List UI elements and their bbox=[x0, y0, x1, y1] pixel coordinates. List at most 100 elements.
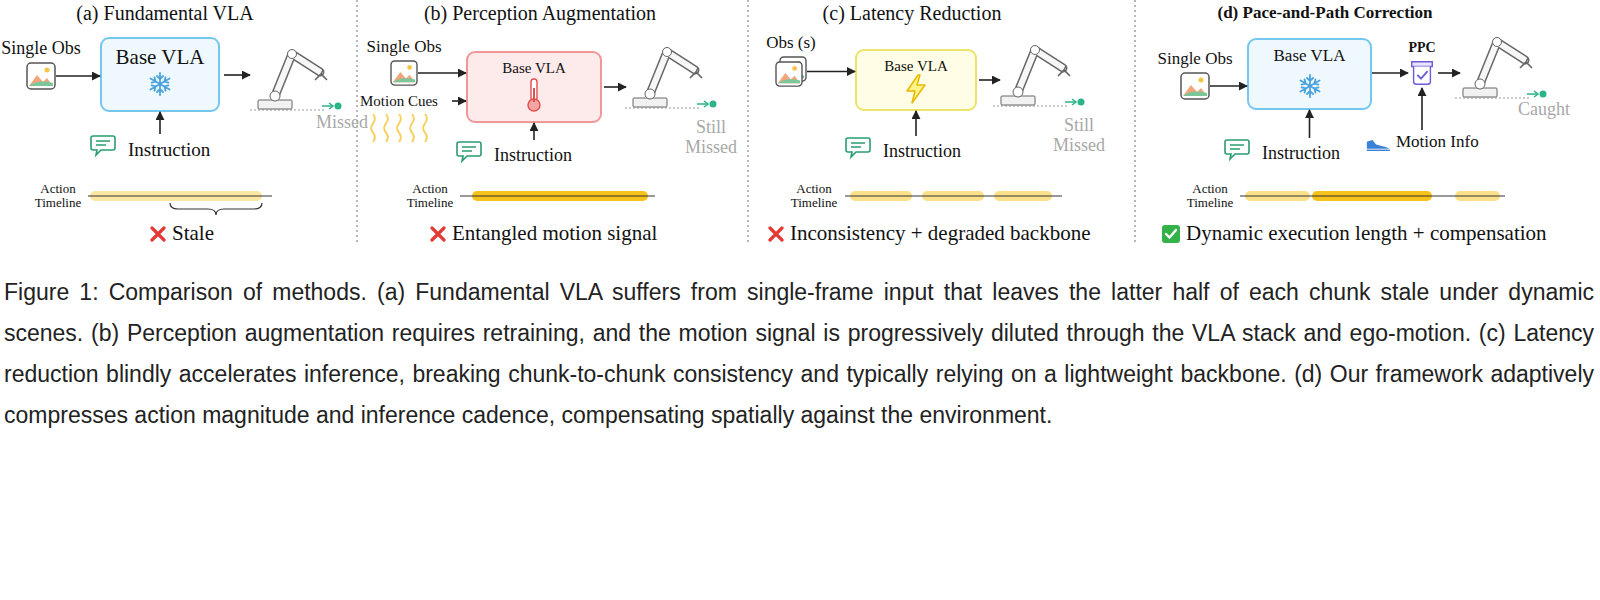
motion-wave bbox=[423, 114, 427, 142]
robot-arm-illustration bbox=[1455, 38, 1547, 99]
outcome-label: Still Missed bbox=[682, 118, 740, 158]
speech-bubble-icon bbox=[1225, 140, 1249, 159]
connector-arrow bbox=[1421, 88, 1423, 130]
cross-mark bbox=[432, 228, 444, 240]
panel-title: (a) Fundamental VLA bbox=[76, 2, 253, 24]
panel-separator bbox=[747, 0, 748, 245]
timeline-axis bbox=[845, 196, 1062, 197]
thermometer-icon bbox=[528, 79, 540, 111]
timeline-label: Action Timeline bbox=[786, 182, 842, 211]
timeline-label: Action Timeline bbox=[1182, 182, 1238, 211]
speech-bubble-icon bbox=[457, 142, 481, 161]
node-text: Motion Info bbox=[1396, 133, 1489, 152]
verdict-label: Entangled motion signal bbox=[452, 222, 657, 245]
node-text: Single Obs bbox=[366, 38, 441, 60]
robot-arm-illustration bbox=[993, 46, 1085, 107]
connector-arrow bbox=[807, 71, 855, 73]
connector-arrow bbox=[533, 123, 535, 140]
connector-arrow bbox=[915, 111, 917, 136]
cross-mark bbox=[152, 228, 164, 240]
observation-icon: Single Obs bbox=[1180, 72, 1210, 100]
image-icon bbox=[391, 61, 417, 85]
node-text: Base VLA bbox=[468, 60, 600, 77]
timeline-label: Action Timeline bbox=[30, 182, 86, 211]
lightning-icon bbox=[907, 75, 925, 103]
connector-arrow bbox=[159, 112, 161, 134]
panel-title: (d) Pace-and-Path Correction bbox=[1218, 4, 1433, 23]
motion-input: Motion Info bbox=[1364, 130, 1489, 160]
image-icon bbox=[780, 57, 806, 81]
timeline-axis bbox=[1240, 196, 1505, 197]
image-icon bbox=[27, 63, 55, 89]
output-arrow bbox=[979, 79, 1000, 81]
figure-caption: Figure 1: Comparison of methods. (a) Fun… bbox=[4, 272, 1594, 436]
observation-icon: Single Obs bbox=[390, 60, 418, 86]
snowflake-icon bbox=[1299, 75, 1321, 97]
node-text: Instruction bbox=[883, 142, 993, 162]
speech-bubble-icon bbox=[91, 136, 115, 155]
connector-arrow bbox=[452, 100, 466, 102]
node-text: Instruction bbox=[494, 146, 604, 166]
outcome-label: Missed bbox=[316, 113, 368, 133]
outcome-label: Still Missed bbox=[1050, 116, 1108, 156]
verdict-label: Inconsistency + degraded backbone bbox=[790, 222, 1090, 245]
connector-group bbox=[56, 72, 1422, 141]
image-icon bbox=[776, 62, 802, 86]
correction-module: PPC bbox=[1408, 58, 1436, 88]
timeline-axis bbox=[88, 196, 272, 197]
node-text: Single Obs bbox=[1, 39, 81, 62]
observation-icon: Obs (s) bbox=[775, 56, 807, 87]
model-box: Base VLA bbox=[466, 51, 602, 123]
timeline-axis bbox=[460, 196, 655, 197]
node-text: Instruction bbox=[1262, 144, 1372, 164]
timeline-label: Action Timeline bbox=[402, 182, 458, 211]
node-text: Motion Cues bbox=[360, 90, 452, 112]
instruction-input: Instruction bbox=[843, 136, 993, 166]
panel-title: (b) Perception Augmentation bbox=[424, 2, 656, 24]
robot-arm-illustration bbox=[625, 48, 717, 109]
connector-arrow bbox=[1309, 110, 1311, 138]
observation-icon: Single Obs bbox=[26, 62, 56, 90]
motion-wave bbox=[384, 114, 388, 142]
motion-wave bbox=[371, 114, 375, 142]
node-text: Instruction bbox=[128, 140, 238, 161]
output-arrow bbox=[1438, 72, 1460, 74]
output-arrow bbox=[224, 74, 250, 76]
stale-brace bbox=[170, 203, 262, 215]
node-text: PPC bbox=[1408, 40, 1435, 58]
verdict-label: Stale bbox=[172, 222, 214, 245]
speech-bubble-icon bbox=[846, 138, 870, 157]
model-box: Base VLA bbox=[855, 49, 977, 111]
shoe-icon bbox=[1367, 140, 1390, 151]
check-mark bbox=[1162, 225, 1180, 243]
connector-arrow bbox=[1372, 72, 1408, 74]
motion-wave bbox=[397, 114, 401, 142]
cross-mark bbox=[770, 228, 782, 240]
instruction-input: Instruction bbox=[88, 134, 238, 164]
connector-arrow bbox=[418, 72, 466, 74]
instruction-input: Instruction bbox=[454, 140, 604, 170]
node-text: Single Obs bbox=[1157, 50, 1232, 72]
motion-input: Motion Cues bbox=[360, 90, 452, 112]
image-icon bbox=[1181, 73, 1209, 99]
connector-arrow bbox=[56, 75, 100, 77]
ppc-icon bbox=[1412, 62, 1433, 84]
robot-arm-illustration bbox=[250, 50, 342, 111]
node-text: Base VLA bbox=[857, 58, 975, 75]
model-box: Base VLA bbox=[100, 37, 220, 112]
panel-title: (c) Latency Reduction bbox=[823, 2, 1002, 24]
node-text: Base VLA bbox=[1249, 47, 1370, 66]
node-text: Base VLA bbox=[102, 46, 218, 69]
verdict-label: Dynamic execution length + compensation bbox=[1186, 222, 1547, 245]
connector-arrow bbox=[1210, 85, 1247, 87]
panel-separator bbox=[1134, 0, 1135, 245]
motion-wave bbox=[410, 114, 414, 142]
outcome-label: Caught bbox=[1518, 100, 1570, 120]
node-text: Obs (s) bbox=[766, 34, 816, 56]
output-arrow bbox=[604, 86, 626, 88]
instruction-input: Instruction bbox=[1222, 138, 1372, 168]
snowflake-icon bbox=[149, 73, 171, 95]
model-box: Base VLA bbox=[1247, 38, 1372, 110]
